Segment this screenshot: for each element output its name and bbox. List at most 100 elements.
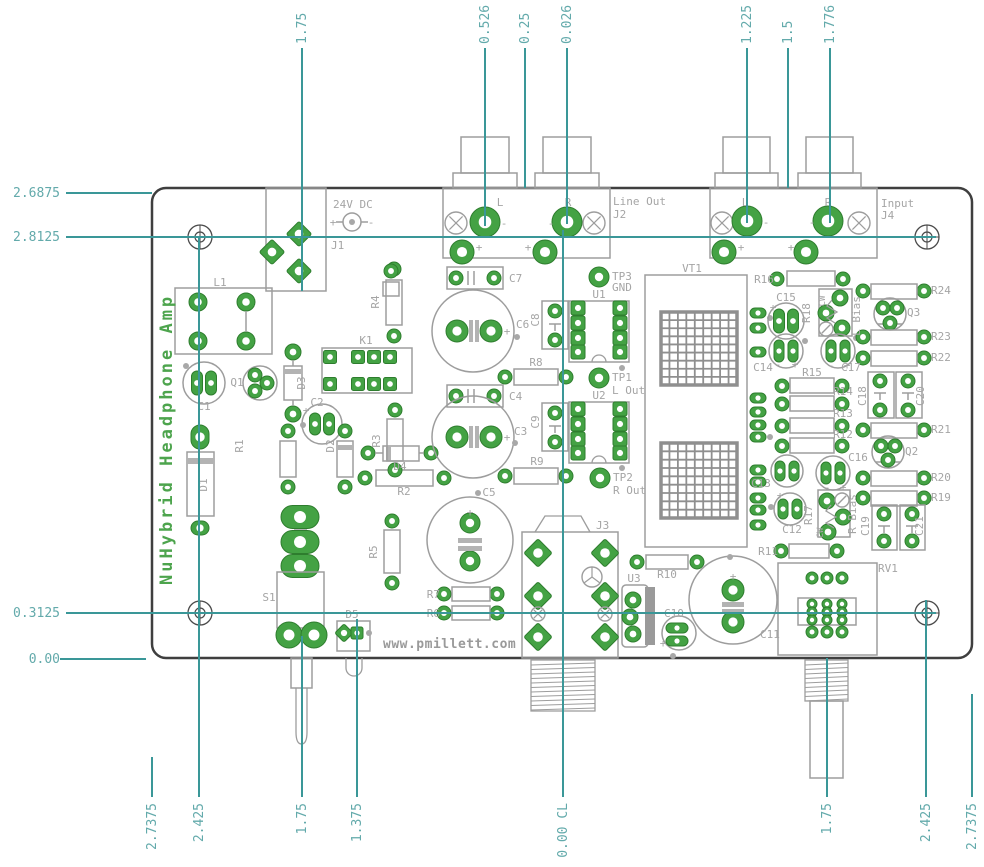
r1-resistor-pad-hole (285, 428, 291, 434)
r10-resistor-pad-hole (634, 559, 640, 565)
label-gnd: GND (612, 281, 632, 294)
d3-diode (283, 365, 303, 401)
j3-headphone-jack (591, 576, 601, 584)
r4-resistor-pad-hole (391, 333, 397, 339)
r8-resistor-pad-hole (563, 374, 569, 380)
rv1-volume-pot-pad-hole (839, 575, 845, 581)
r21-resistor-pad-hole (921, 427, 927, 433)
c8-cap-pad-hole (552, 337, 558, 343)
k1-relay-pad-hole (387, 381, 393, 387)
q2-transistor-pad-hole (878, 443, 884, 449)
u3-regulator (621, 584, 655, 648)
k1-relay-pad-hole (371, 381, 377, 387)
label-u1: U1 (592, 288, 605, 301)
label-c6: C6 (516, 318, 529, 331)
rv1-volume-pot-pad-hole (809, 601, 815, 607)
dim-label-2.425: 2.425 (919, 803, 934, 842)
c6-cap (469, 320, 473, 342)
u1-dip8-pad-hole (574, 304, 582, 312)
r2-resistor-pad-hole (441, 475, 447, 481)
r14-resistor-pad-hole (839, 401, 845, 407)
label--: + (840, 481, 847, 494)
label-l1: L1 (213, 276, 226, 289)
label-u2: U2 (592, 389, 605, 402)
label-24v-dc: 24V DC (333, 198, 373, 211)
u1-dip8-pad-hole (616, 304, 624, 312)
dim-label-0.25: 0.25 (518, 13, 533, 44)
c20-cap-pad-hole (905, 378, 911, 384)
k1-relay-pad-hole (327, 381, 333, 387)
dim-label-0.00: 0.00 (29, 652, 60, 667)
s1-switch (276, 571, 325, 629)
r12-resistor-pad-hole (839, 443, 845, 449)
r15-resistor-pad-hole (779, 383, 785, 389)
u3-regulator (645, 587, 655, 645)
r9-resistor-pad-hole (563, 473, 569, 479)
j1-power-connector (265, 187, 327, 292)
r19-resistor-pad-hole (860, 495, 866, 501)
r22-resistor (855, 350, 932, 367)
q3-transistor-pad-hole (894, 305, 900, 311)
r17-trimmer (824, 504, 838, 529)
rv1-volume-pot-pad-hole (839, 617, 845, 623)
d5-led-via (366, 630, 372, 636)
r11-resistor-pad-hole (834, 548, 840, 554)
small-pad-part (382, 281, 400, 297)
r22-resistor-pad-hole (921, 355, 927, 361)
c14-cap-pad-hole (776, 348, 782, 354)
j1-power-connector (259, 187, 368, 292)
u1-dip8-pad-hole (574, 334, 582, 342)
r3-resistor-pad-hole (392, 467, 398, 473)
c18-cap-pad-hole (877, 378, 883, 384)
c1-cap-via (183, 363, 189, 369)
label-c7: C7 (509, 272, 522, 285)
r18-trimmer (817, 288, 853, 337)
s1-switch-pad-hole (283, 629, 295, 641)
r22-resistor (870, 350, 918, 367)
r12-resistor (789, 437, 835, 454)
r5-resistor (383, 529, 401, 574)
j2-lineout-block-pad-hole (456, 246, 468, 258)
dim-label-1.776: 1.776 (823, 5, 838, 44)
r23-resistor (855, 329, 932, 346)
r21-resistor (870, 422, 918, 439)
q2-transistor-pad-hole (885, 457, 891, 463)
c14-cap (768, 333, 804, 369)
vt1-pad-column-pad-hole (755, 310, 761, 316)
u1-dip8 (591, 354, 607, 363)
label-r2: R2 (397, 485, 410, 498)
dim-label-0.00-cl: 0.00 CL (556, 803, 571, 858)
q1-transistor (242, 365, 278, 401)
c7-cap-pad-hole (491, 275, 497, 281)
c9-cap-pad-hole (552, 439, 558, 445)
r20-resistor (870, 470, 918, 487)
tp1-testpoint-pad-hole (594, 373, 604, 383)
j2-lineout-block-screw (444, 211, 468, 235)
r5-resistor (383, 513, 401, 591)
vt1-pad-column-pad-hole (755, 409, 761, 415)
label-d1: D1 (197, 478, 210, 491)
rv1-volume-pot (777, 562, 878, 656)
label-rv1: RV1 (878, 562, 898, 575)
u2-dip8-pad-hole (616, 435, 624, 443)
label-r20: R20 (931, 471, 951, 484)
small-pad-part-pad-hole (388, 268, 394, 274)
c4-cap (446, 384, 504, 408)
k1-relay-pad-hole (355, 354, 361, 360)
r7-resistor (436, 586, 505, 602)
c8-cap (541, 300, 569, 350)
label--: + (525, 241, 532, 254)
u2-dip8-pad-hole (616, 405, 624, 413)
u1-dip8-pad-hole (574, 319, 582, 327)
d3-diode-pad-hole (289, 410, 297, 418)
r18-trimmer (821, 324, 831, 334)
label--: + (330, 216, 337, 229)
r12-resistor (774, 437, 850, 454)
label-cw: CW (816, 527, 826, 538)
u3-regulator-pad-hole (629, 630, 637, 638)
label--: + (660, 637, 667, 650)
label-j3: J3 (596, 519, 609, 532)
r10-resistor-pad-hole (694, 559, 700, 565)
k1-relay (321, 347, 413, 394)
label-cw: CW (818, 295, 828, 306)
